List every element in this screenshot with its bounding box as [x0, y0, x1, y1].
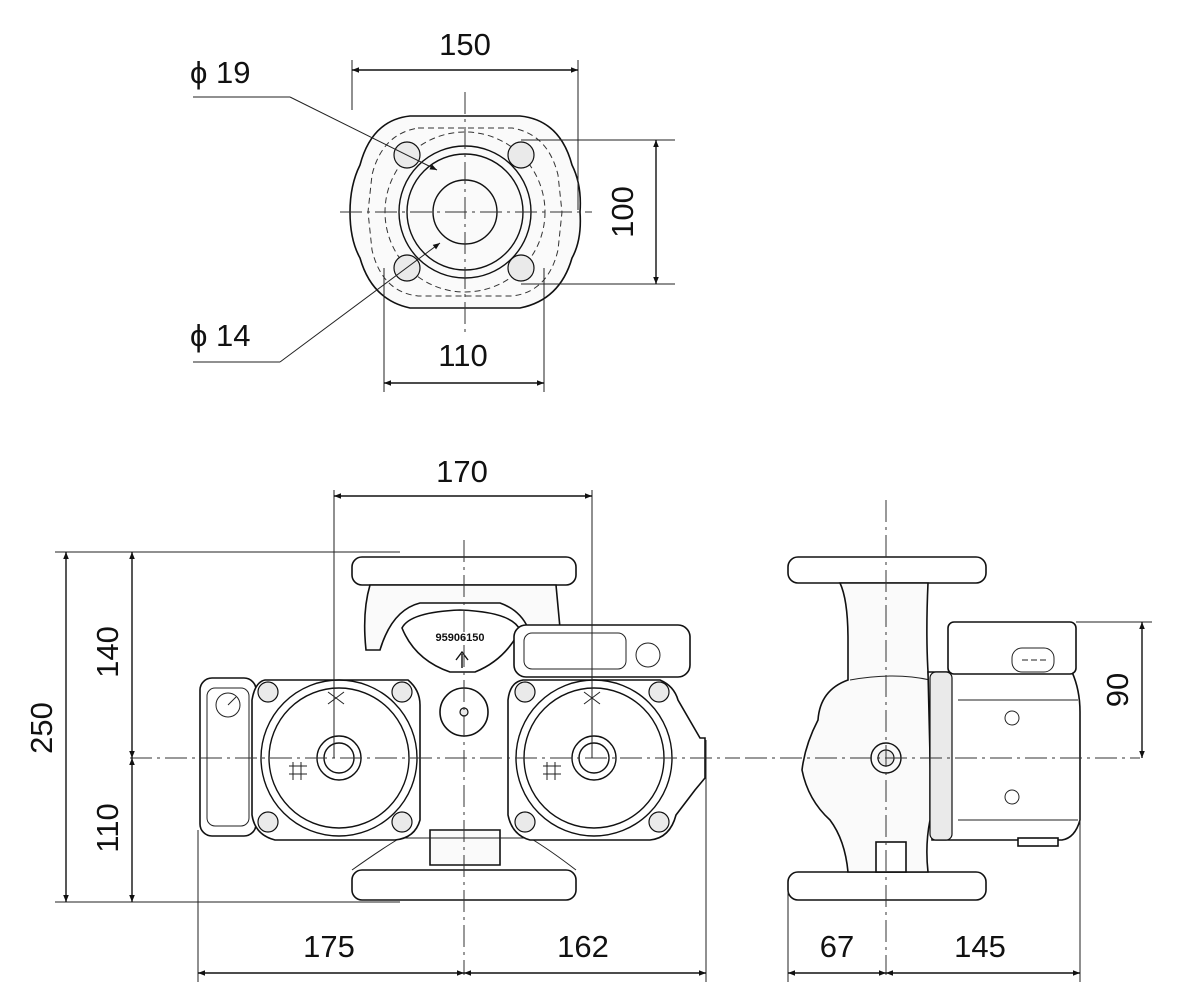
- left-control-box: [199, 677, 257, 837]
- left-pump-screw-bl: [257, 811, 279, 833]
- side-motor-screw-bottom: [1004, 789, 1020, 805]
- dim-67-label: 67: [820, 929, 854, 964]
- right-pump-screw-bl: [514, 811, 536, 833]
- side-control-box: [947, 621, 1077, 675]
- dim-90-label: 90: [1100, 673, 1135, 707]
- bolt-hole-bottom-right: [507, 254, 535, 282]
- left-control-box-inner: [206, 687, 250, 827]
- front-casing: [363, 584, 561, 651]
- left-control-dial-icon: [215, 692, 241, 718]
- left-pump-logo-icon: [327, 691, 345, 705]
- hole-19-label: ϕ 19: [190, 55, 250, 90]
- front-lower-casing-curve: [351, 837, 577, 871]
- side-motor-screw-top: [1004, 710, 1020, 726]
- right-control-box: [513, 624, 691, 678]
- side-casing: [801, 582, 931, 873]
- side-drain-boss: [875, 841, 907, 873]
- right-control-window: [523, 632, 627, 670]
- left-pump-screw-br: [391, 811, 413, 833]
- left-pump-screw-tl: [257, 681, 279, 703]
- leader-14: [279, 242, 441, 363]
- flow-arrow-icon: [455, 650, 469, 668]
- side-bottom-flange: [787, 871, 987, 901]
- right-control-dial-icon: [635, 642, 661, 668]
- hole-14-label: ϕ 14: [190, 318, 250, 353]
- dim-140-label: 140: [90, 626, 125, 678]
- top-flange-view: 150 100 110 ϕ 19 ϕ 14: [190, 27, 675, 392]
- front-pump-view: 95906150: [24, 454, 740, 982]
- dim-145-label: 145: [954, 929, 1006, 964]
- left-pump-screw-tr: [391, 681, 413, 703]
- dim-175-label: 175: [303, 929, 355, 964]
- left-pump-head: [251, 679, 421, 841]
- dim-170-label: 170: [436, 454, 488, 489]
- dim-110-bolt-label: 110: [438, 338, 487, 373]
- front-lower-casing: [429, 829, 501, 866]
- leader-19: [289, 96, 438, 171]
- right-pump-screw-tl: [514, 681, 536, 703]
- side-motor-flange: [929, 671, 953, 841]
- side-connector-plug: [1011, 647, 1055, 673]
- left-pump-motor-inner-ring: [268, 687, 410, 829]
- right-pump-screw-br: [648, 811, 670, 833]
- left-control-dial-needle: [227, 696, 237, 706]
- side-top-flange: [787, 556, 987, 584]
- left-pump-speed-icon: [289, 762, 307, 780]
- dim-250-label: 250: [24, 702, 59, 754]
- dim-162-label: 162: [557, 929, 609, 964]
- dim-100-label: 100: [605, 186, 640, 238]
- side-pump-view: 90 67 145: [745, 500, 1152, 982]
- flange-inner-dash: [367, 127, 563, 297]
- right-pump-screw-tr: [648, 681, 670, 703]
- side-casing-seam: [849, 675, 931, 681]
- bolt-hole-top-right: [507, 141, 535, 169]
- dim-150-label: 150: [439, 27, 491, 62]
- side-cable-gland: [1017, 837, 1059, 847]
- part-number-label: 95906150: [436, 632, 485, 644]
- right-pump-speed-icon: [543, 762, 561, 780]
- dim-110-front-label: 110: [90, 803, 125, 852]
- right-pump-head: [507, 679, 706, 841]
